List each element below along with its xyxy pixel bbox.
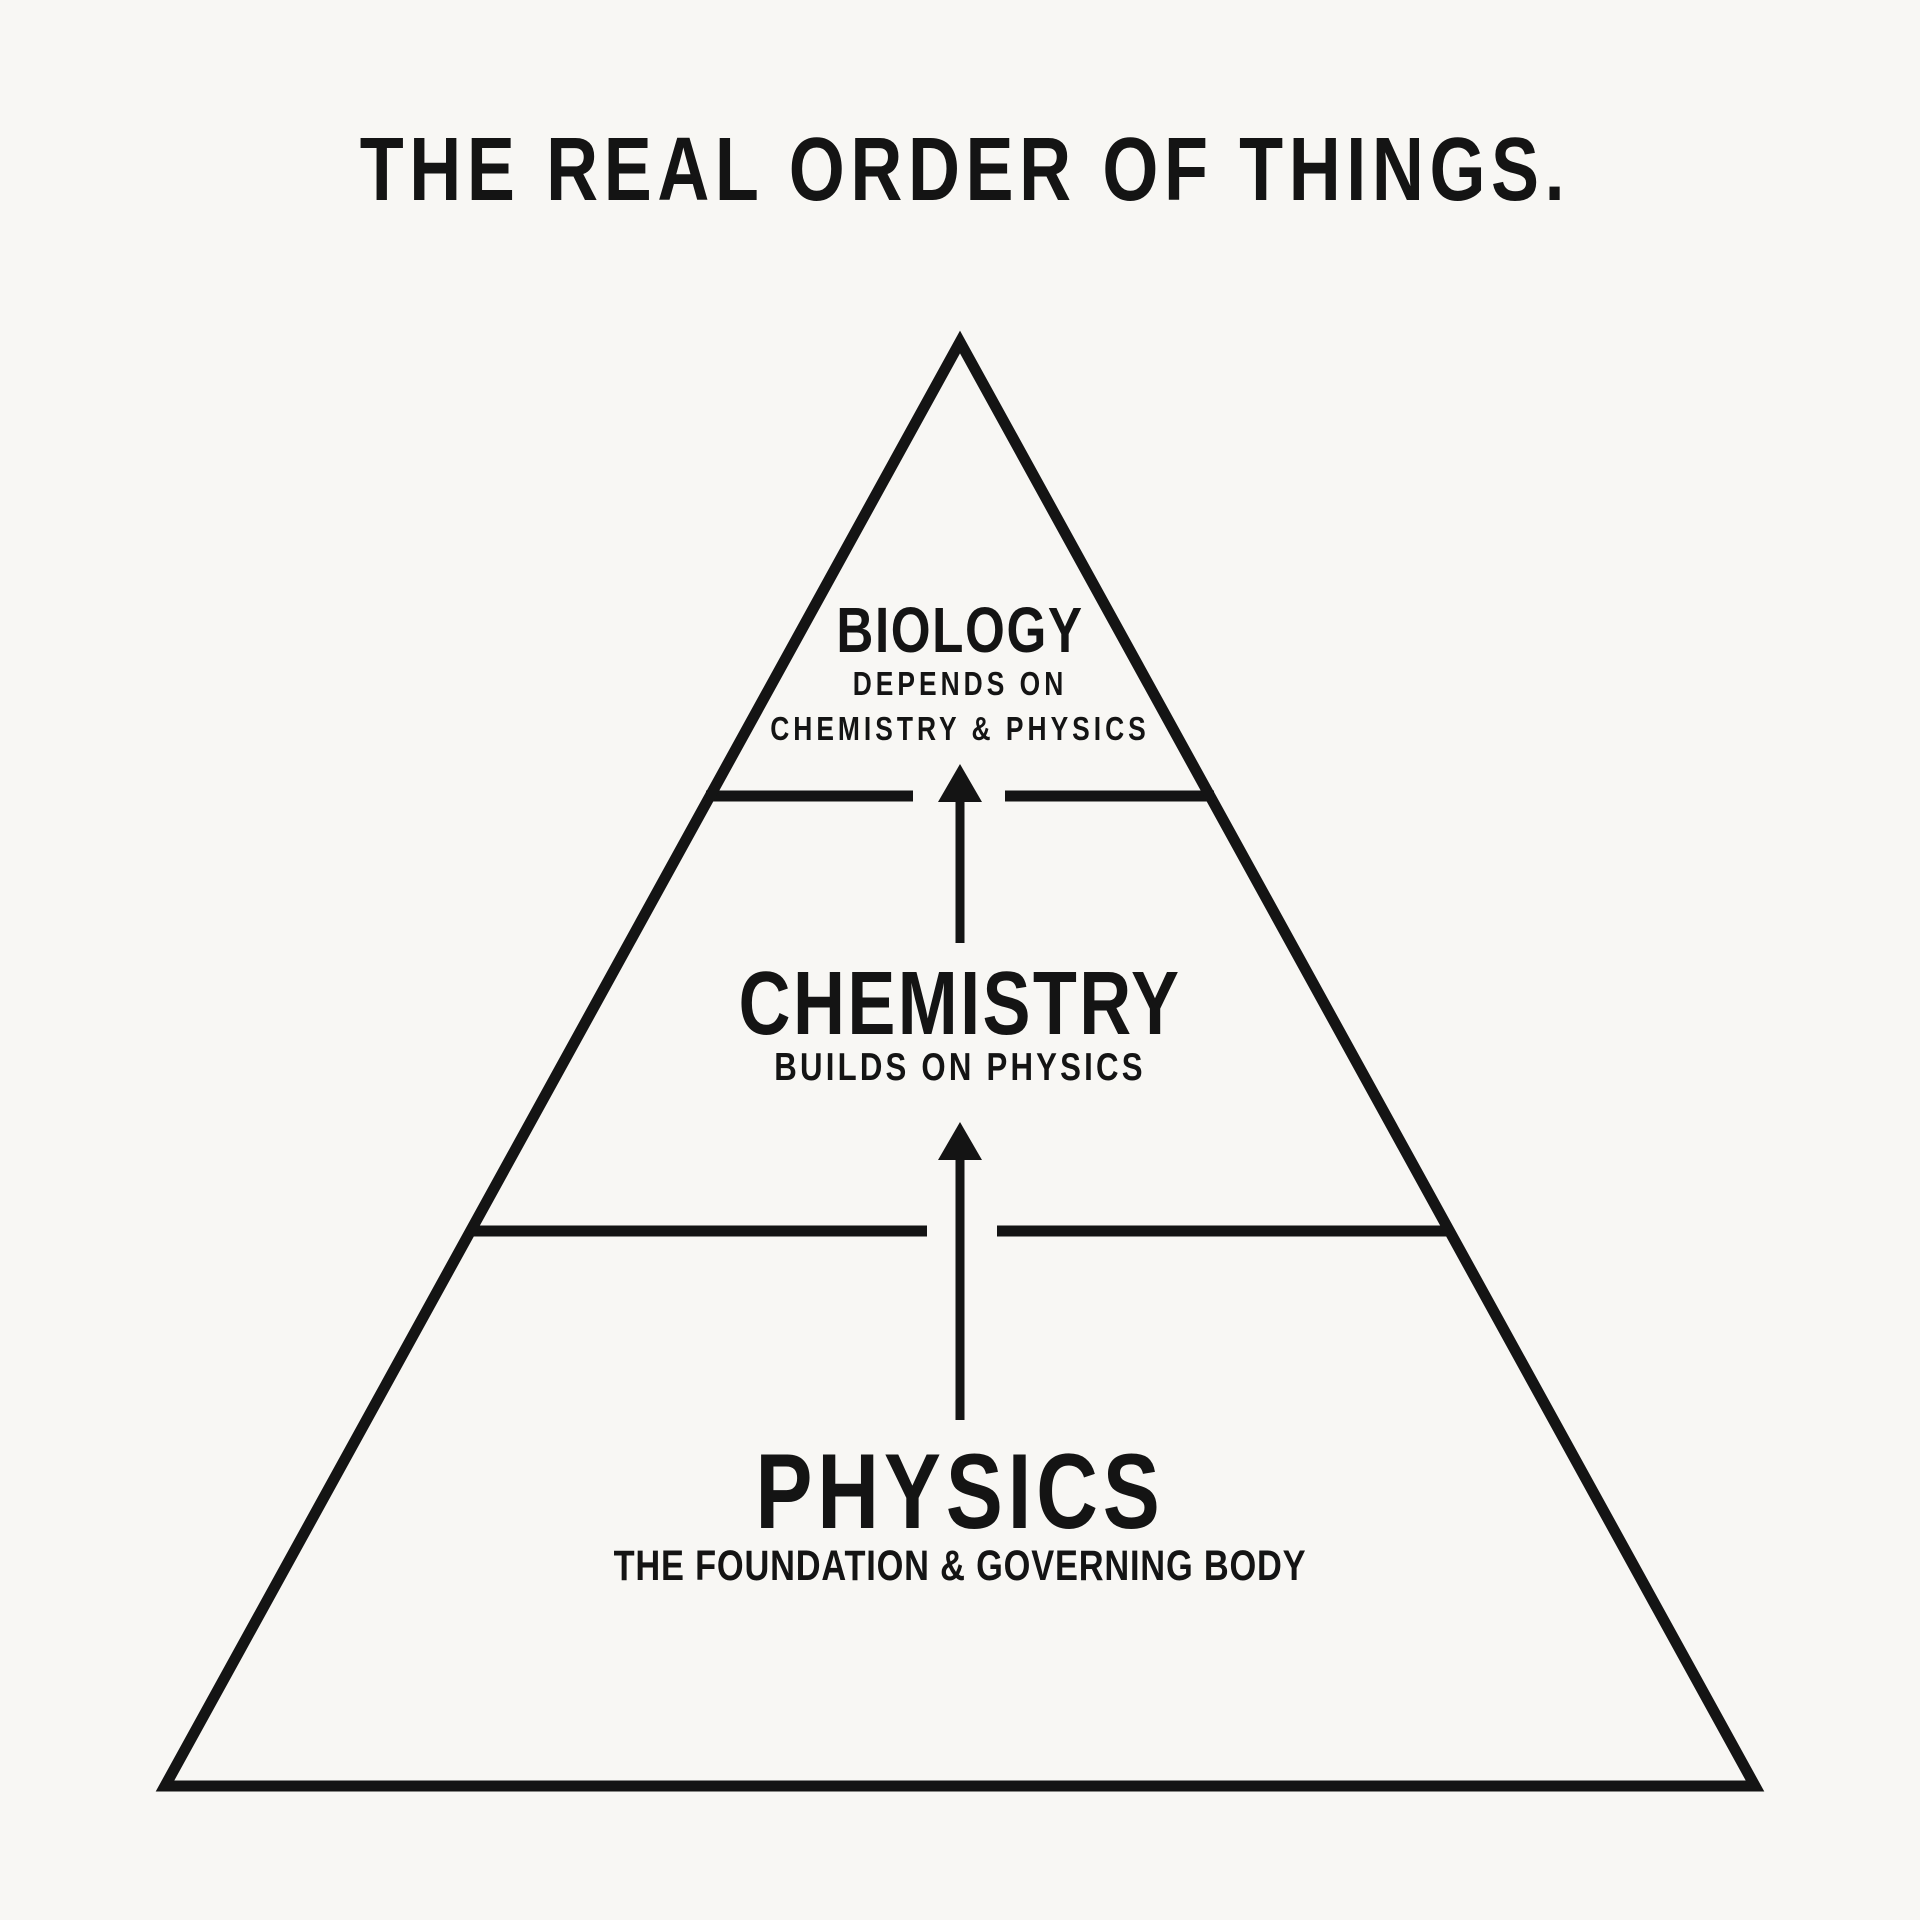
- page-title-group: THE REAL ORDER OF THINGS.: [360, 119, 1571, 219]
- ink-work: THE REAL ORDER OF THINGS. BIOLOGY DEPEND…: [360, 119, 1571, 1590]
- level-biology-subtitle-line1: DEPENDS ON: [853, 666, 1068, 702]
- arrow-physics-to-chemistry-head-icon: [938, 1122, 982, 1160]
- level-chemistry-title: CHEMISTRY: [739, 953, 1182, 1053]
- page-title: THE REAL ORDER OF THINGS.: [360, 119, 1571, 219]
- level-physics-subtitle: THE FOUNDATION & GOVERNING BODY: [614, 1542, 1307, 1589]
- level-physics-title: PHYSICS: [755, 1431, 1164, 1551]
- line-work: [155, 330, 1765, 1792]
- level-chemistry-subtitle: BUILDS ON PHYSICS: [774, 1046, 1145, 1089]
- level-biology-title: BIOLOGY: [836, 596, 1083, 667]
- arrow-chemistry-to-biology-head-icon: [938, 764, 982, 802]
- level-biology-subtitle-line2: CHEMISTRY & PHYSICS: [770, 711, 1150, 747]
- pyramid-outline: [155, 330, 1765, 1792]
